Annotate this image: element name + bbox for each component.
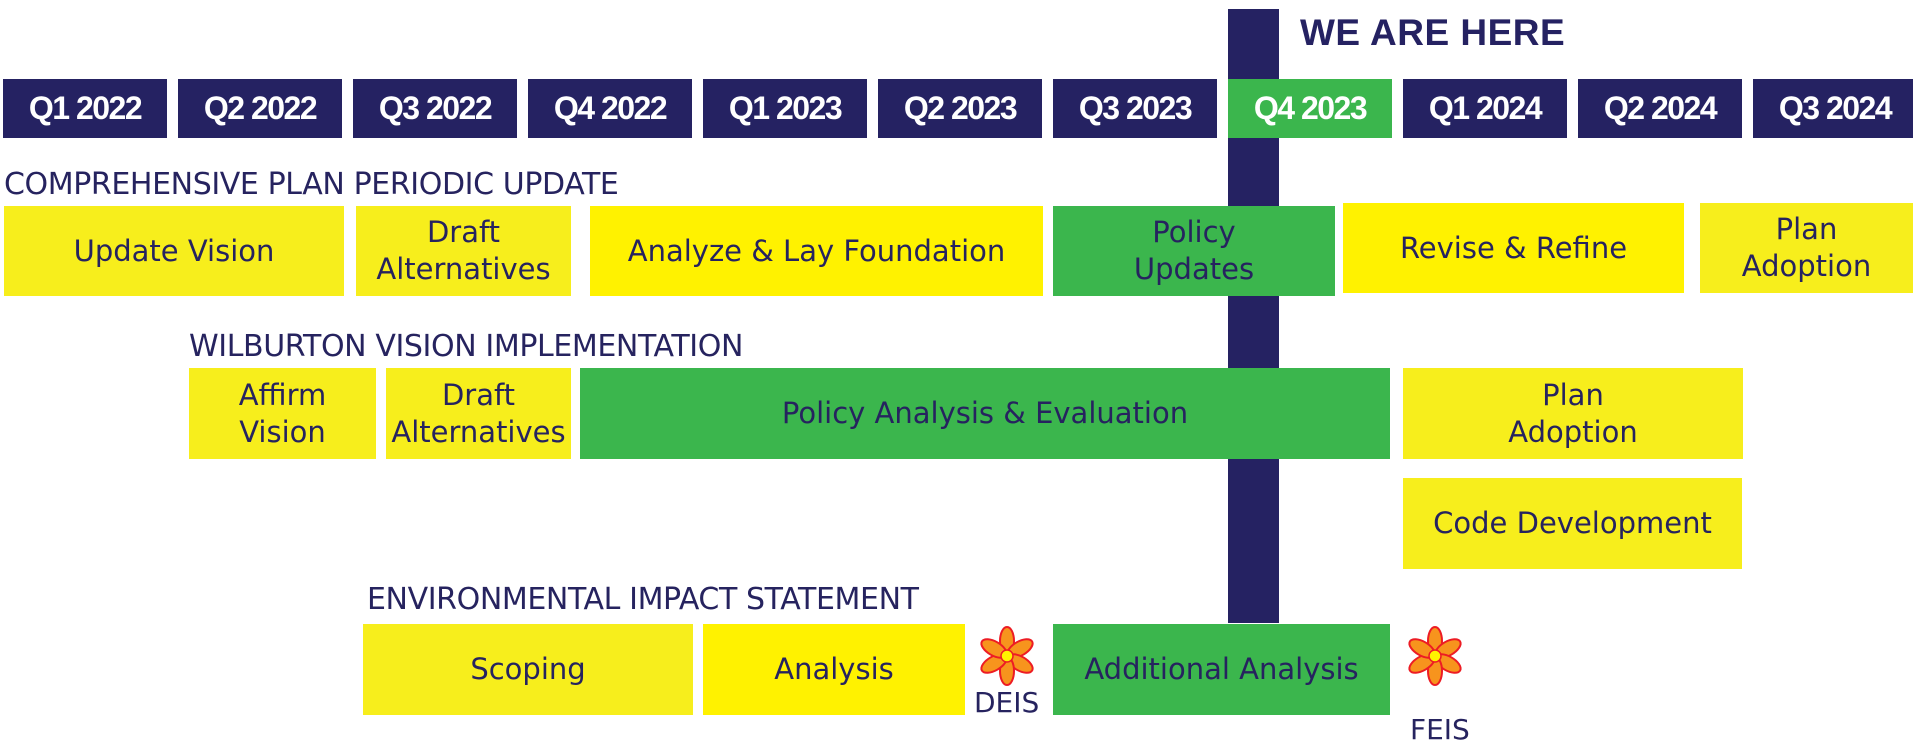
quarter-header: Q3 2024 bbox=[1753, 79, 1913, 138]
task-plan-adoption: Plan Adoption bbox=[1403, 368, 1743, 459]
quarter-header: Q4 2022 bbox=[528, 79, 692, 138]
task-draft-alternatives: Draft Alternatives bbox=[356, 206, 571, 296]
task-code-development: Code Development bbox=[1403, 478, 1742, 569]
task-policy-analysis-evaluation: Policy Analysis & Evaluation bbox=[580, 368, 1390, 459]
task-plan-adoption: Plan Adoption bbox=[1700, 203, 1913, 293]
deis-label: DEIS bbox=[974, 686, 1040, 719]
task-scoping: Scoping bbox=[363, 624, 693, 715]
quarter-header: Q2 2023 bbox=[878, 79, 1042, 138]
quarter-header: Q1 2024 bbox=[1403, 79, 1567, 138]
quarter-header-current: Q4 2023 bbox=[1228, 79, 1392, 138]
task-additional-analysis: Additional Analysis bbox=[1053, 624, 1390, 715]
we-are-here-label: WE ARE HERE bbox=[1300, 12, 1566, 53]
task-analysis: Analysis bbox=[703, 624, 965, 715]
deis-milestone-icon bbox=[980, 626, 1034, 686]
task-analyze-lay-foundation: Analyze & Lay Foundation bbox=[590, 206, 1043, 296]
feis-milestone-icon bbox=[1408, 626, 1462, 686]
task-revise-refine: Revise & Refine bbox=[1343, 203, 1684, 293]
task-draft-alternatives: Draft Alternatives bbox=[386, 368, 571, 459]
quarter-header: Q1 2022 bbox=[3, 79, 167, 138]
section-title-wilburton: WILBURTON VISION IMPLEMENTATION bbox=[189, 329, 743, 364]
quarter-header: Q2 2024 bbox=[1578, 79, 1742, 138]
task-update-vision: Update Vision bbox=[4, 206, 344, 296]
section-title-eis: ENVIRONMENTAL IMPACT STATEMENT bbox=[367, 582, 919, 617]
quarter-header: Q3 2023 bbox=[1053, 79, 1217, 138]
quarter-header: Q3 2022 bbox=[353, 79, 517, 138]
feis-label: FEIS bbox=[1410, 713, 1470, 746]
section-title-comprehensive-plan: COMPREHENSIVE PLAN PERIODIC UPDATE bbox=[4, 167, 619, 202]
task-affirm-vision: Affirm Vision bbox=[189, 368, 376, 459]
quarter-header: Q2 2022 bbox=[178, 79, 342, 138]
task-policy-updates: Policy Updates bbox=[1053, 206, 1335, 296]
quarter-header: Q1 2023 bbox=[703, 79, 867, 138]
